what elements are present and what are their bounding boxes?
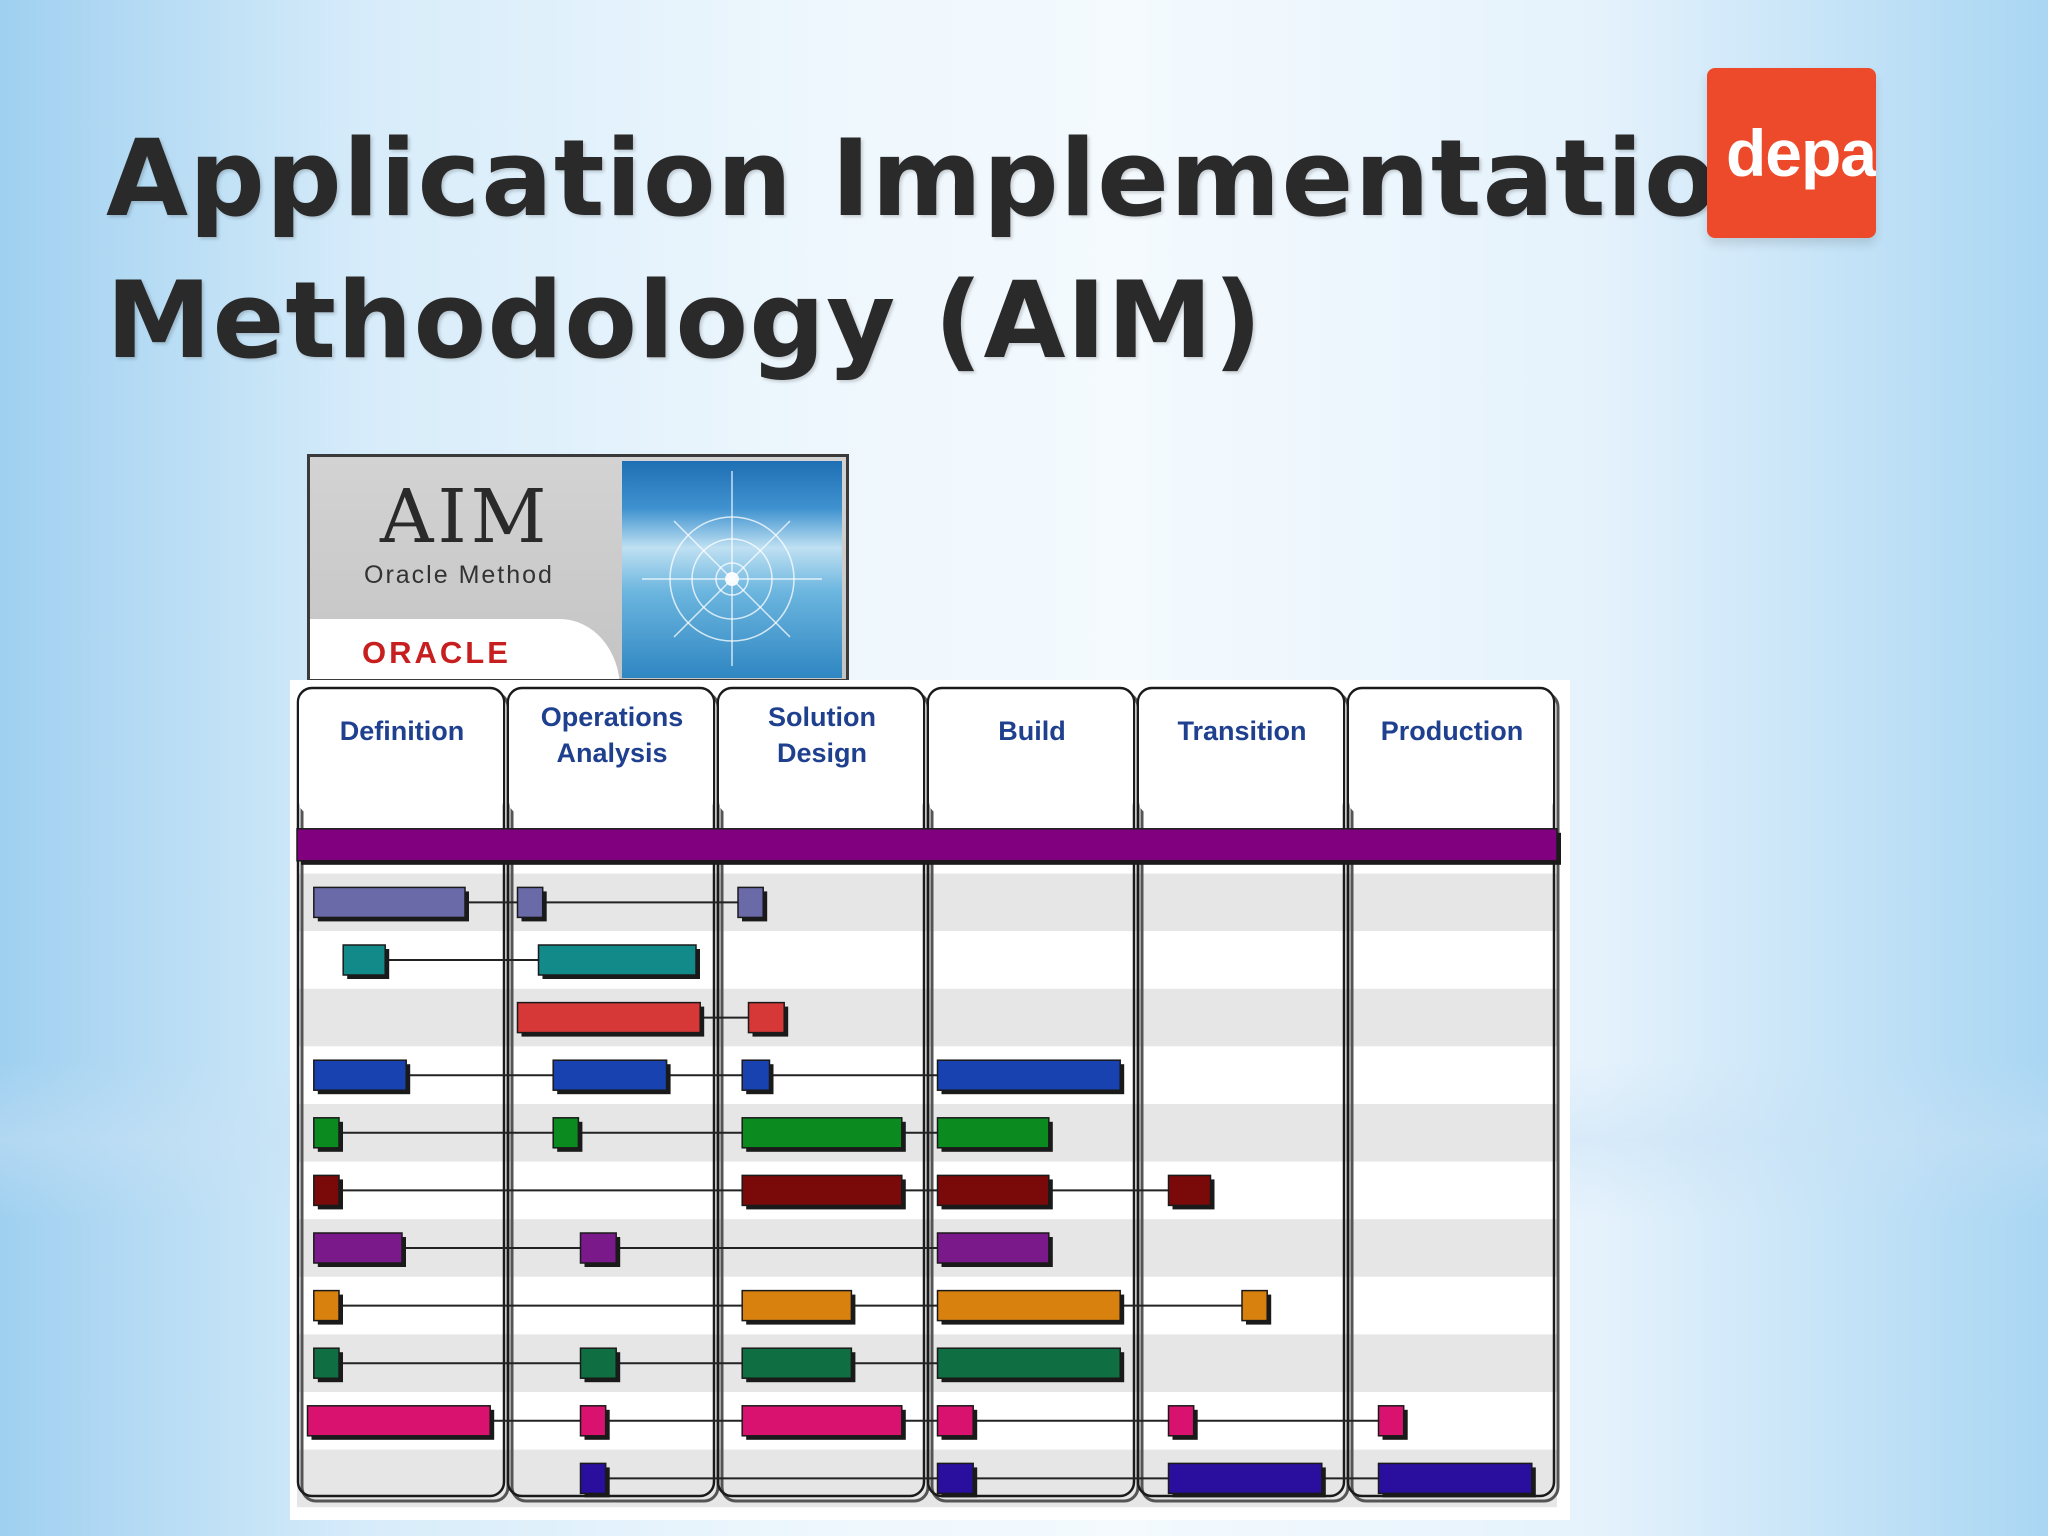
phase-label: Transition <box>1177 716 1306 746</box>
task-bar <box>313 1174 340 1207</box>
task-bar <box>1167 1462 1323 1495</box>
task-bar <box>1167 1405 1195 1437</box>
slide-title: Application Implementation Methodology (… <box>106 108 1794 392</box>
task-bar <box>516 1001 701 1034</box>
task-bar <box>313 1347 340 1379</box>
phase-label: Operations <box>541 702 684 732</box>
task-bar <box>1377 1405 1405 1437</box>
phase-header-cell <box>719 690 923 814</box>
phase-label: Definition <box>340 716 464 746</box>
task-bar <box>313 1232 403 1264</box>
task-bar <box>741 1405 903 1437</box>
task-bar <box>936 1347 1121 1379</box>
phase-label-line-2: Design <box>777 738 867 768</box>
task-bar <box>741 1347 853 1379</box>
phase-header-cell <box>299 690 503 814</box>
aim-oracle-method-cover: AIM Oracle Method ORACLE <box>307 454 849 682</box>
phase-header-cell <box>929 690 1133 814</box>
task-bar <box>552 1117 580 1149</box>
task-bar <box>936 1289 1121 1322</box>
task-bar <box>936 1232 1050 1264</box>
task-bar <box>936 1059 1121 1091</box>
aim-cover-subtitle: Oracle Method <box>364 561 554 589</box>
compass-sky-picture <box>622 461 842 678</box>
task-bar <box>537 944 697 976</box>
task-bar <box>552 1059 668 1091</box>
task-bar <box>936 1462 974 1495</box>
phase-column <box>926 686 1136 1498</box>
task-bar <box>1241 1289 1268 1322</box>
task-bar <box>313 1289 340 1322</box>
task-bar <box>741 1117 903 1149</box>
task-bar <box>741 1059 771 1091</box>
phase-column <box>296 686 506 1498</box>
slide-title-line-1: Application Implementation <box>106 117 1795 240</box>
task-bar <box>313 886 466 919</box>
task-bar <box>313 1117 340 1149</box>
task-bar <box>579 1462 607 1495</box>
phase-column <box>506 686 716 1498</box>
compass-rose-icon <box>642 471 822 666</box>
task-bar <box>741 1174 903 1207</box>
oracle-brand-strip <box>310 619 620 679</box>
phase-label: Production <box>1381 716 1524 746</box>
phase-label: Solution <box>768 702 876 732</box>
task-bar <box>936 1117 1050 1149</box>
slide-title-line-2: Methodology (AIM) <box>106 259 1263 382</box>
company-logo: depa <box>1707 68 1876 238</box>
company-logo-text: depa <box>1725 116 1876 190</box>
task-bar <box>306 1405 491 1437</box>
task-bar <box>936 1174 1050 1207</box>
task-bar <box>296 828 1558 862</box>
oracle-brand-logo: ORACLE <box>362 635 511 670</box>
phase-header-cell <box>1349 690 1553 814</box>
phase-column <box>716 686 926 1498</box>
task-bar <box>747 1001 785 1034</box>
task-bar <box>516 886 544 919</box>
task-bar <box>936 1405 974 1437</box>
phase-header-cell <box>1139 690 1343 814</box>
task-bar <box>579 1347 617 1379</box>
task-bar <box>1377 1462 1533 1495</box>
task-bar <box>579 1405 607 1437</box>
phase-label: Build <box>998 716 1066 746</box>
task-bar <box>579 1232 617 1264</box>
aim-cover-title: AIM <box>380 474 551 560</box>
task-bar <box>313 1059 407 1091</box>
task-bar <box>737 886 764 919</box>
task-bar <box>342 944 386 976</box>
task-bar <box>741 1289 853 1322</box>
phase-label-line-2: Analysis <box>556 738 667 768</box>
task-bar <box>1167 1174 1212 1207</box>
phase-header-cell <box>509 690 713 814</box>
